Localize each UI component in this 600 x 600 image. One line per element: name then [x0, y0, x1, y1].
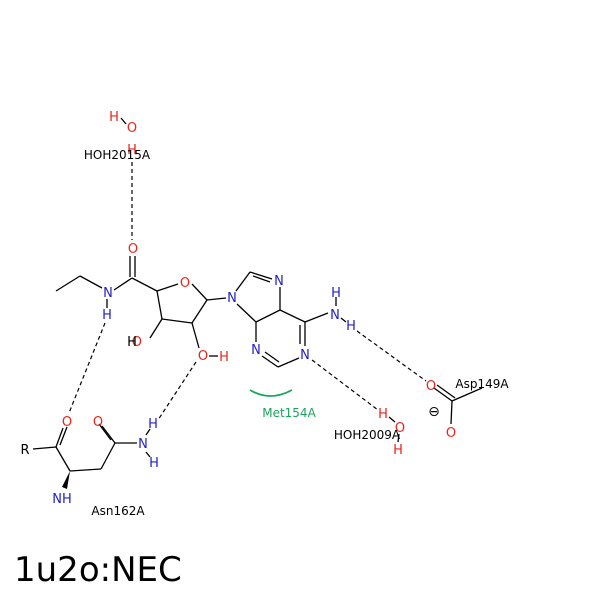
label-hoh2009: HOH2009A: [334, 428, 401, 442]
bond: [149, 318, 163, 339]
atom-o-asp-a: O: [426, 379, 436, 394]
bond: [191, 299, 208, 324]
hbond-amino-asp: [356, 330, 427, 382]
label-asn162: Asn162A: [91, 504, 145, 518]
bond: [113, 277, 133, 291]
atom-r-group: R: [20, 443, 29, 458]
atom-o-water2009: O: [395, 421, 405, 436]
bond: [397, 433, 400, 443]
bond: [304, 312, 329, 323]
bond: [249, 271, 273, 280]
atom-n3: N: [251, 343, 261, 358]
bond: [120, 117, 127, 125]
page-title: 1u2o:NEC: [14, 550, 182, 590]
hydrogen-bonds: [68, 162, 427, 421]
atom-n-amino: N: [330, 308, 340, 323]
bond: [261, 355, 279, 368]
atom-n9: N: [227, 291, 237, 306]
atom-h-water2009-a: H: [378, 407, 388, 422]
label-met154: Met154A: [262, 406, 316, 420]
charge-minus-icon: ⊖: [428, 404, 440, 420]
hbond-amide-asn-backbone: [68, 322, 106, 414]
stereo-wedge: [62, 471, 70, 489]
bonds: [32, 117, 483, 489]
bond: [235, 271, 251, 292]
bond: [450, 400, 453, 425]
bond: [145, 428, 151, 436]
bond: [145, 451, 151, 458]
atom-h-amino-b: H: [346, 319, 356, 334]
bond: [191, 283, 208, 301]
atom-nh-asn-backbone: NH: [52, 492, 72, 507]
atom-n-asn-sidechain: N: [138, 437, 148, 452]
label-asp149: Asp149A: [455, 377, 509, 391]
atom-o-asp-b: O: [446, 426, 456, 441]
bond: [277, 357, 300, 368]
bond: [236, 303, 257, 323]
atom-n1: N: [300, 348, 310, 363]
bond: [191, 322, 200, 349]
bond: [436, 384, 456, 399]
atom-h-3prime: H: [127, 335, 137, 350]
atom-o-water2015: O: [127, 121, 137, 136]
bond: [101, 425, 116, 444]
atom-labels: H O H O N H O O H O H N N N H H N N O O …: [20, 110, 456, 507]
bond: [32, 446, 57, 450]
atom-h-asn-a: H: [148, 417, 158, 432]
atom-o-3prime: O: [132, 335, 142, 350]
atom-o-2prime: O: [198, 349, 208, 364]
hbond-n1-water2009: [311, 359, 379, 411]
atom-h-water2015-b: H: [127, 143, 137, 158]
bond: [79, 275, 103, 289]
atom-o-carbonyl: O: [128, 242, 138, 257]
hbond-oh2-asn-sidechain: [157, 361, 197, 421]
bond: [206, 297, 227, 301]
bond: [252, 275, 271, 283]
bond: [161, 318, 193, 324]
label-hoh2015: HOH2015A: [84, 148, 151, 162]
atom-o-ribose-ring: O: [180, 276, 190, 291]
atom-n7: N: [274, 274, 284, 289]
bond: [279, 309, 306, 323]
bond: [59, 426, 68, 446]
bond: [451, 387, 483, 402]
hydrophobic-contact-arc: [249, 389, 293, 397]
atom-n-amide: N: [103, 286, 113, 301]
bond: [156, 290, 163, 320]
bond: [55, 275, 81, 292]
bond: [55, 427, 64, 448]
bond: [340, 317, 347, 323]
atom-h-asn-b: H: [149, 456, 159, 471]
atom-h-water2009-b: H: [393, 443, 403, 458]
bond: [433, 387, 453, 402]
bond: [100, 442, 116, 470]
bond: [255, 309, 281, 323]
bond: [388, 416, 396, 423]
bond: [131, 277, 158, 292]
bond: [98, 423, 112, 441]
atom-h-water2015-a: H: [109, 110, 119, 125]
bond: [156, 283, 179, 292]
atom-o-asn-backbone: O: [62, 415, 72, 430]
bond: [69, 468, 102, 472]
bond: [55, 446, 71, 472]
atom-h-amino-a: H: [331, 286, 341, 301]
residue-labels: HOH2015A Asp149A Met154A HOH2009A Asn162…: [84, 148, 510, 518]
atom-h-amide: H: [102, 308, 112, 323]
atom-h-2prime: H: [219, 350, 229, 365]
bond: [264, 351, 280, 363]
atom-o-asn-sidechain: O: [93, 415, 103, 430]
